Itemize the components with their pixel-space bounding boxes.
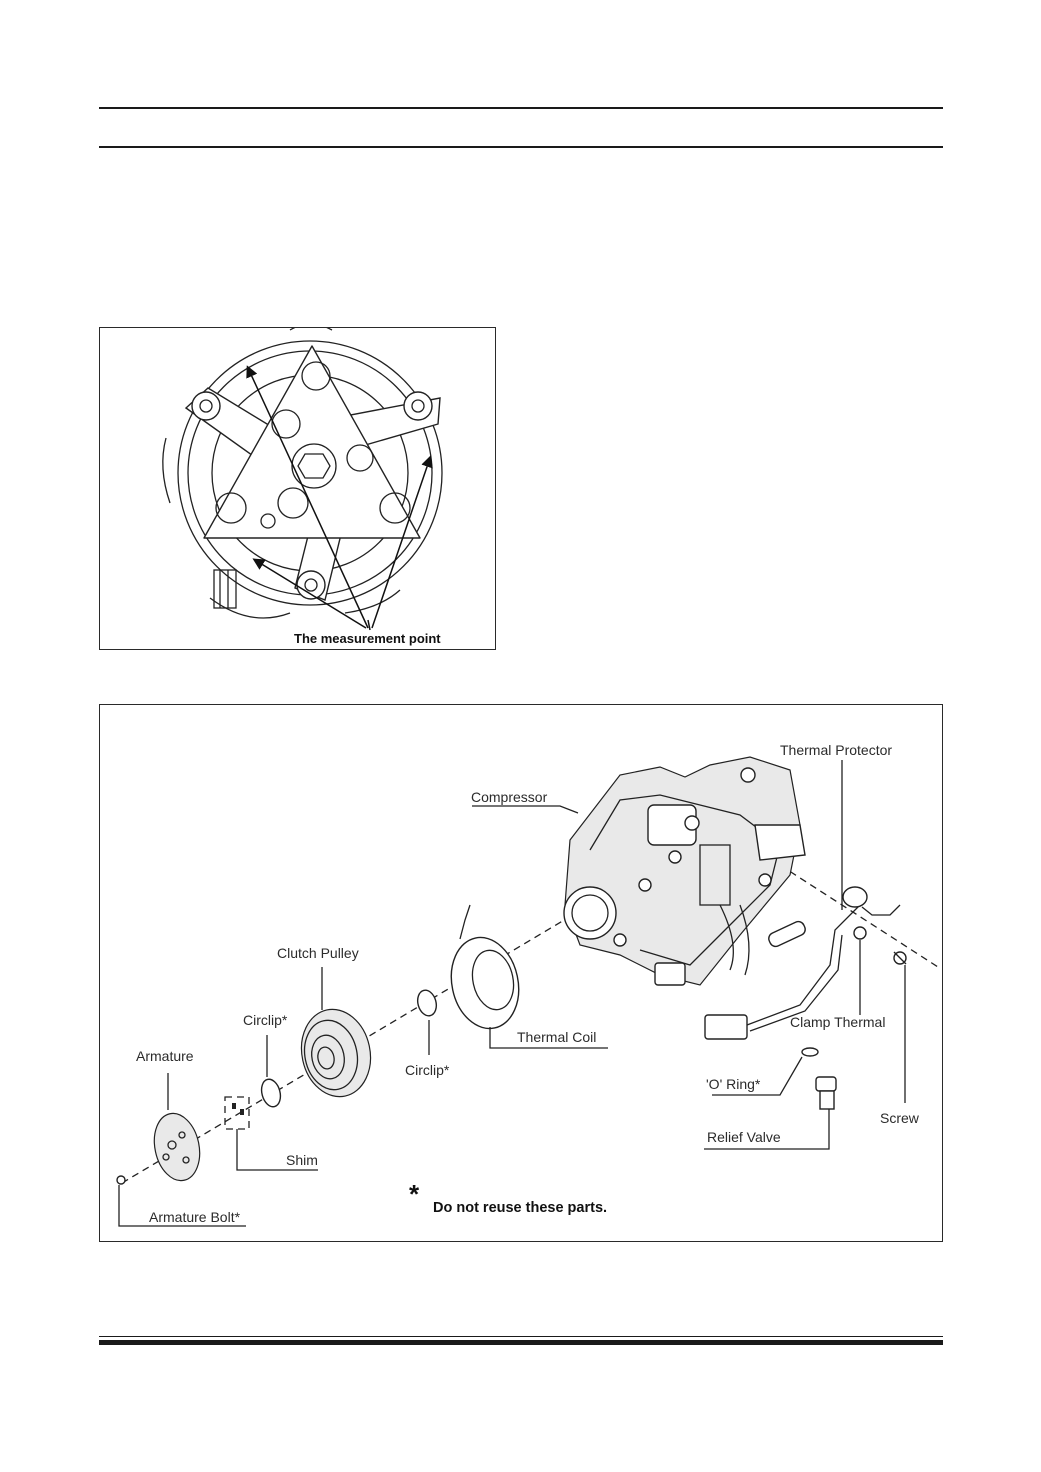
armature-bolt-drawing <box>116 1175 126 1185</box>
label-thermal-coil: Thermal Coil <box>517 1029 596 1045</box>
exploded-view-drawing: Thermal Protector Compressor Clutch Pull… <box>116 742 939 1227</box>
label-circlip-right: Circlip* <box>405 1062 450 1078</box>
relief-valve-drawing <box>815 1076 837 1110</box>
o-ring-drawing <box>801 1047 819 1057</box>
footer-rule-thin <box>99 1336 943 1337</box>
compressor-drawing <box>563 756 901 1040</box>
thermal-coil-drawing <box>450 904 520 1030</box>
label-armature-bolt: Armature Bolt* <box>149 1209 241 1225</box>
label-clutch-pulley: Clutch Pulley <box>277 945 359 961</box>
measurement-point-caption: The measurement point <box>294 631 441 646</box>
circlip-left-drawing <box>260 1078 282 1108</box>
label-clamp-thermal: Clamp Thermal <box>790 1014 885 1030</box>
label-compressor: Compressor <box>471 789 548 805</box>
label-shim: Shim <box>286 1152 318 1168</box>
note-do-not-reuse: Do not reuse these parts. <box>433 1200 607 1216</box>
figure-measurement-point: The measurement point <box>99 327 496 650</box>
figure-compressor-exploded-view: Thermal Protector Compressor Clutch Pull… <box>99 704 943 1242</box>
circlip-right-drawing <box>416 989 438 1017</box>
label-thermal-protector: Thermal Protector <box>780 742 892 758</box>
shim-drawing <box>224 1096 250 1130</box>
armature-plate-drawing: The measurement point <box>162 328 443 646</box>
header-rule-top <box>99 107 943 109</box>
screw-drawing <box>893 951 907 965</box>
label-screw: Screw <box>880 1110 920 1126</box>
footer-rule-thick <box>99 1340 943 1345</box>
label-circlip-left: Circlip* <box>243 1012 288 1028</box>
note-asterisk: * <box>409 1179 420 1209</box>
armature-drawing <box>153 1112 201 1182</box>
label-o-ring: 'O' Ring* <box>706 1076 761 1092</box>
label-relief-valve: Relief Valve <box>707 1129 781 1145</box>
header-rule-bottom <box>99 146 943 148</box>
label-armature: Armature <box>136 1048 194 1064</box>
clutch-pulley-drawing <box>300 1008 372 1098</box>
